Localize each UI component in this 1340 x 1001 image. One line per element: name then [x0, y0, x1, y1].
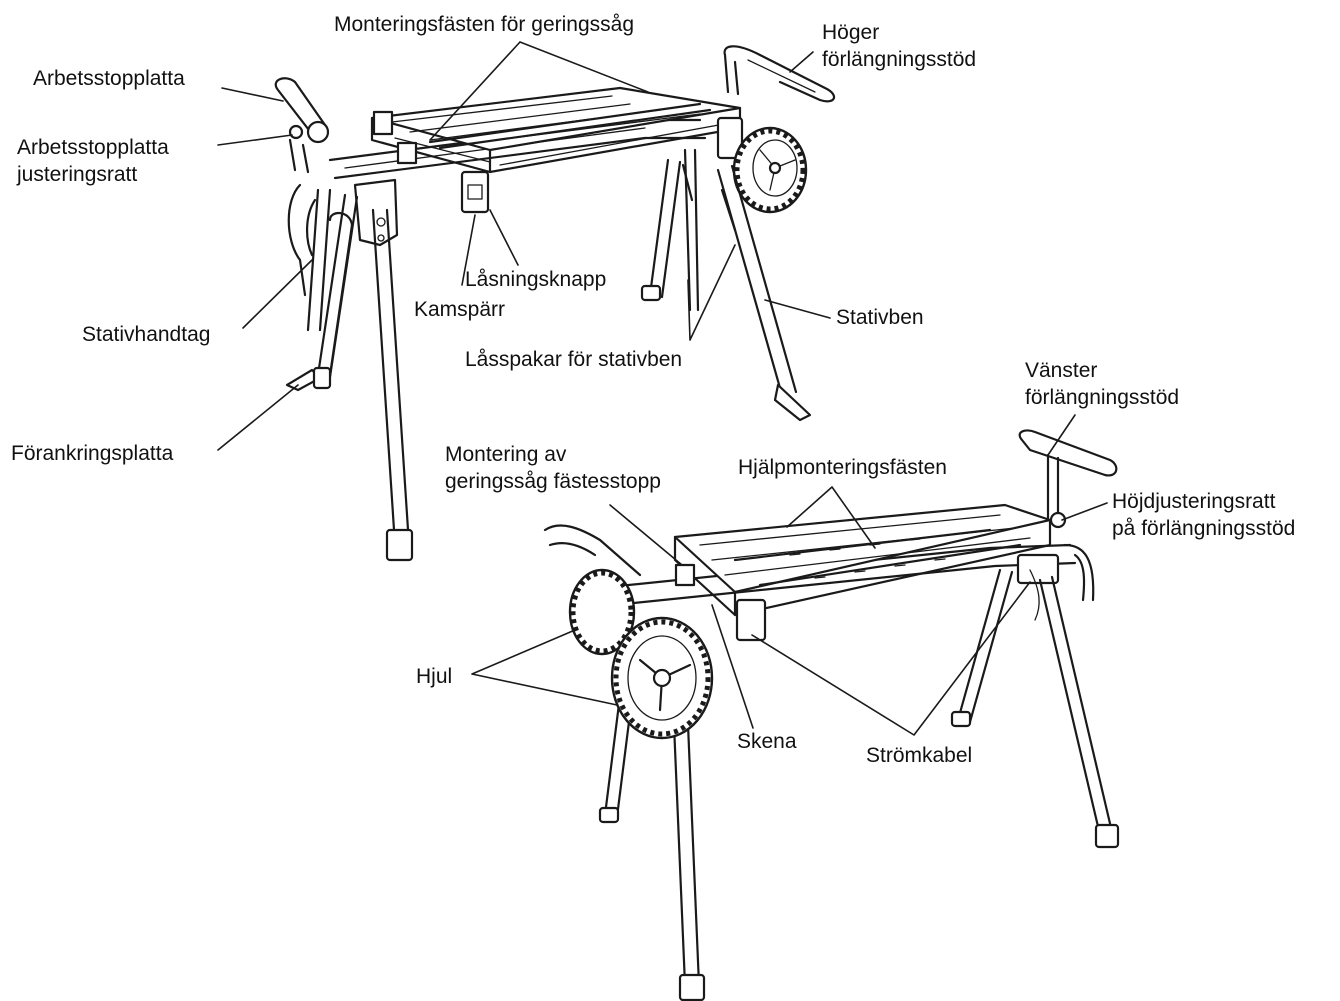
label-mounting-brackets: Monteringsfästen för geringssåg	[334, 13, 634, 36]
label-lock-knob: Låsningsknapp	[465, 268, 607, 291]
label-anchor-plate: Förankringsplatta	[11, 442, 174, 465]
label-right-extension-support: Höger förlängningsstöd	[822, 21, 977, 71]
label-power-cord: Strömkabel	[866, 744, 973, 767]
label-wheels: Hjul	[416, 665, 453, 688]
label-stand-leg: Stativben	[836, 306, 924, 329]
label-stand-handle: Stativhandtag	[82, 323, 211, 346]
label-left-extension-support: Vänster förlängningsstöd	[1025, 359, 1180, 409]
bottom-stand-drawing	[543, 429, 1120, 1001]
label-height-adjust-knob: Höjdjusteringsratt på förlängningsstöd	[1112, 490, 1296, 540]
label-mount-bracket-stop: Montering av geringssåg fästesstopp	[445, 443, 661, 493]
label-aux-mounting-brackets: Hjälpmonteringsfästen	[738, 456, 947, 479]
label-work-stop-plate: Arbetsstopplatta	[33, 67, 185, 90]
label-work-stop-adjust-knob: Arbetsstopplatta justeringsratt	[17, 136, 169, 186]
label-rail: Skena	[737, 730, 797, 753]
top-stand-drawing	[274, 45, 836, 562]
label-cam-lock: Kamspärr	[414, 298, 506, 321]
leader-lines	[217, 41, 1108, 736]
label-leg-lock-levers: Låsspakar för stativben	[465, 348, 683, 371]
